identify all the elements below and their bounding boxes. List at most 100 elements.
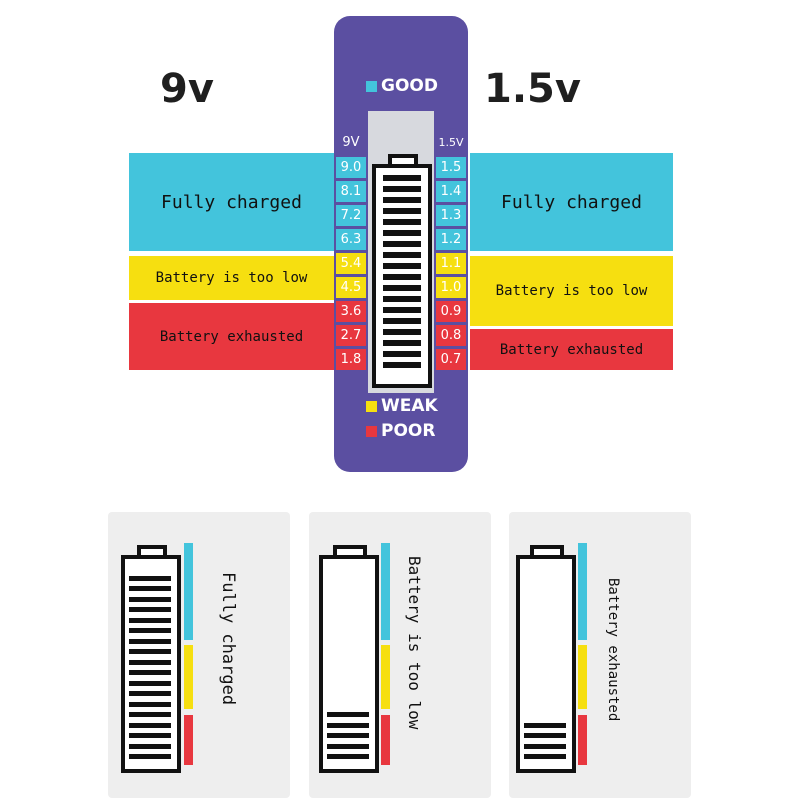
band-right-exhausted-label: Battery exhausted — [499, 341, 644, 358]
card1-battery-segment — [129, 586, 171, 591]
band-left-exhausted-label: Battery exhausted — [159, 328, 304, 345]
device-battery-segment — [383, 285, 421, 291]
device-battery-segment — [383, 252, 421, 258]
scale-9v-value-1: 8.1 — [336, 181, 366, 202]
scale-9v-value-3: 6.3 — [336, 229, 366, 250]
poor-square-icon — [366, 425, 377, 437]
good-square-icon — [366, 80, 377, 92]
legend-poor-label: POOR — [381, 421, 436, 441]
band-right-fully-charged-label: Fully charged — [501, 191, 642, 213]
band-left-exhausted: Battery exhausted — [129, 303, 334, 370]
card3-battery-segment — [524, 754, 566, 759]
card1-stripe-weak — [184, 645, 193, 709]
legend-poor: POOR — [366, 421, 435, 441]
card3-battery-segment — [524, 722, 566, 728]
device-battery-segment — [383, 318, 421, 324]
card3-battery-segment — [524, 733, 566, 738]
scale-1-5v-value-2: 1.3 — [436, 205, 466, 226]
title-1-5v: 1.5v — [484, 66, 581, 112]
card1-battery-segment — [129, 649, 171, 654]
card2-stripe-weak — [381, 645, 390, 709]
card1-battery-segment — [129, 743, 171, 749]
card1-battery-segment — [129, 607, 171, 612]
card1-battery-segment — [129, 596, 171, 602]
card2-battery-segment — [327, 754, 369, 759]
card1-battery-segment — [129, 670, 171, 675]
device-battery-segment — [383, 329, 421, 335]
device-battery-segment — [383, 263, 421, 269]
card3-battery-segment — [524, 743, 566, 749]
legend-weak: WEAK — [366, 396, 438, 416]
card3-stripe-poor — [578, 715, 587, 765]
scale-header-1-5v: 1.5V — [438, 136, 464, 149]
band-left-fully-charged-label: Fully charged — [161, 191, 302, 213]
device-battery-segment — [383, 197, 421, 203]
card3-battery-outline — [516, 555, 576, 773]
band-right-too-low-label: Battery is too low — [495, 283, 648, 299]
card2-stripe-good — [381, 543, 390, 640]
device-battery-segment — [383, 362, 421, 368]
card1-battery-segment — [129, 617, 171, 623]
device-battery-segment — [383, 296, 421, 302]
card1-battery-segment — [129, 701, 171, 707]
card1-stripe-good — [184, 543, 193, 640]
device-battery-segment — [383, 274, 421, 280]
scale-9v-value-5: 4.5 — [336, 277, 366, 298]
card1-battery-segment — [129, 628, 171, 633]
card1-battery-segment — [129, 680, 171, 686]
band-right-fully-charged: Fully charged — [470, 153, 673, 251]
device-battery-segment — [383, 219, 421, 225]
device-battery-segment — [383, 208, 421, 214]
device-battery-segment — [383, 307, 421, 313]
scale-9v-value-4: 5.4 — [336, 253, 366, 274]
card3-stripe-good — [578, 543, 587, 640]
card1-battery-segment — [129, 754, 171, 759]
card2-battery-segment — [327, 743, 369, 749]
device-battery-segment — [383, 241, 421, 247]
card3-stripe-weak — [578, 645, 587, 709]
scale-1-5v-value-5: 1.0 — [436, 277, 466, 298]
scale-1-5v-value-4: 1.1 — [436, 253, 466, 274]
card1-battery-segment — [129, 733, 171, 738]
legend-good: GOOD — [366, 76, 438, 96]
scale-1-5v-value-1: 1.4 — [436, 181, 466, 202]
card2-stripe-poor — [381, 715, 390, 765]
scale-9v-value-2: 7.2 — [336, 205, 366, 226]
card2-battery-segment — [327, 712, 369, 717]
weak-square-icon — [366, 400, 377, 412]
scale-header-9v: 9V — [342, 135, 360, 150]
scale-1-5v-value-3: 1.2 — [436, 229, 466, 250]
card1-battery-segment — [129, 575, 171, 581]
scale-1-5v-value-7: 0.8 — [436, 325, 466, 346]
scale-9v-value-0: 9.0 — [336, 157, 366, 178]
band-left-too-low-label: Battery is too low — [155, 270, 308, 286]
card2-battery-outline — [319, 555, 379, 773]
card2-battery-segment — [327, 733, 369, 738]
card1-battery-segment — [129, 691, 171, 696]
card1-battery-segment — [129, 722, 171, 728]
scale-1-5v-value-0: 1.5 — [436, 157, 466, 178]
device-battery-segment — [383, 175, 421, 181]
legend-good-label: GOOD — [381, 76, 438, 96]
card1-stripe-poor — [184, 715, 193, 765]
legend-weak-label: WEAK — [381, 396, 438, 416]
title-9v: 9v — [160, 66, 214, 112]
card2-label: Battery is too low — [405, 556, 424, 730]
scale-9v-value-8: 1.8 — [336, 349, 366, 370]
device-battery-segment — [383, 230, 421, 236]
device-battery-segment — [383, 351, 421, 357]
scale-9v-value-6: 3.6 — [336, 301, 366, 322]
scale-1-5v-value-6: 0.9 — [436, 301, 466, 322]
card2-battery-segment — [327, 722, 369, 728]
card1-battery-segment — [129, 638, 171, 644]
card1-label: Fully charged — [218, 572, 238, 706]
scale-1-5v-value-8: 0.7 — [436, 349, 466, 370]
scale-9v-value-7: 2.7 — [336, 325, 366, 346]
device-battery-segment — [383, 340, 421, 346]
band-left-fully-charged: Fully charged — [129, 153, 334, 251]
band-left-too-low: Battery is too low — [129, 256, 334, 300]
device-battery-segment — [383, 186, 421, 192]
band-right-exhausted: Battery exhausted — [470, 329, 673, 370]
card1-battery-segment — [129, 659, 171, 665]
band-right-too-low: Battery is too low — [470, 256, 673, 326]
